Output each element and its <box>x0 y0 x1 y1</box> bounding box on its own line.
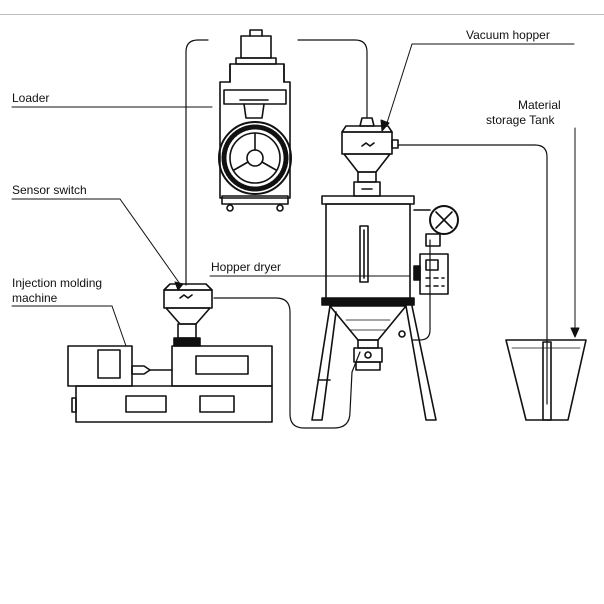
dryer-blower <box>430 206 458 234</box>
conveying-lines <box>186 40 547 428</box>
material-storage-tank <box>506 340 586 420</box>
dryer-cone-ribs <box>346 320 390 330</box>
dryer-lid <box>322 196 414 204</box>
machine-base-panel-2 <box>200 396 234 412</box>
dryer-blower-duct <box>426 234 440 246</box>
loader-unit <box>219 30 291 211</box>
dryer-band <box>322 298 414 305</box>
loader-panel <box>224 90 286 104</box>
machine-nozzle <box>132 366 150 374</box>
vacuum-hopper-unit <box>342 118 398 196</box>
loader-to-vacuum-line <box>298 40 367 118</box>
loader-caster-1 <box>227 205 233 211</box>
dryer-side-fitting <box>399 331 405 337</box>
loader-spoke-3 <box>262 162 276 170</box>
loader-inner-funnel <box>244 104 264 118</box>
material-storage-label-2: storage Tank <box>486 113 555 127</box>
loader-coil-band <box>224 127 286 189</box>
sensor-hopper-neck <box>178 324 196 338</box>
loader-top-flange <box>236 58 276 64</box>
vacuum-hopper-port <box>392 140 398 148</box>
machine-injection-unit <box>172 346 272 386</box>
loader-label: Loader <box>12 91 50 105</box>
machine-base <box>76 386 272 422</box>
loader-spoke-2 <box>234 162 248 170</box>
dryer-control-buttons <box>426 278 444 286</box>
machine-side-handle <box>72 398 76 412</box>
sensor-switch-label: Sensor switch <box>12 183 87 197</box>
dryer-control-mount <box>414 266 420 280</box>
dryer-valve-base <box>356 362 380 370</box>
dryer-valve-knob <box>365 352 371 358</box>
vacuum-leader-d <box>386 44 412 126</box>
injection-molding-label-1: Injection molding <box>12 276 103 290</box>
machine-window <box>98 350 120 378</box>
sensor-hopper-lid <box>164 284 212 290</box>
loader-coil-outer <box>219 122 291 194</box>
vacuum-hopper-cone <box>344 154 390 172</box>
injection-molding-machine <box>68 284 272 422</box>
vacuum-hopper-neck <box>358 172 376 182</box>
sensor-hopper-mark <box>180 295 192 298</box>
loader-hub <box>247 150 263 166</box>
dryer-leg-right <box>406 306 436 420</box>
vacuum-hopper-top-cap <box>360 118 374 126</box>
tank-body <box>506 340 586 420</box>
injection-molding-label-2: machine <box>12 291 58 305</box>
vacuum-hopper-label: Vacuum hopper <box>466 28 550 42</box>
leader-lines <box>12 44 579 346</box>
loader-top-canister <box>241 36 271 58</box>
loader-base <box>222 196 288 204</box>
machine-base-panel-1 <box>126 396 166 412</box>
injection-leader-d <box>112 306 126 346</box>
dryer-outlet <box>358 340 378 348</box>
vacuum-hopper-mark <box>362 143 374 146</box>
vacuum-to-tank-line <box>398 145 547 404</box>
loader-feed-line <box>186 40 208 285</box>
dryer-return-line <box>214 298 360 428</box>
loader-caster-2 <box>277 205 283 211</box>
machine-clamp-unit <box>68 346 132 386</box>
hopper-dryer-label: Hopper dryer <box>211 260 282 274</box>
machine-panel <box>196 356 248 374</box>
dryer-sight-glass <box>360 226 368 282</box>
sensor-hopper-clamp <box>174 338 200 346</box>
blower-duct-line <box>412 240 430 340</box>
hopper-dryer-unit <box>312 196 458 420</box>
dryer-cone <box>330 306 406 340</box>
tank-suction-lance <box>543 342 551 420</box>
top-divider <box>0 14 604 15</box>
loader-top-cap <box>250 30 262 36</box>
material-storage-label-1: Material <box>518 98 561 112</box>
dryer-blower-cross <box>436 212 452 228</box>
dryer-leg-left <box>312 306 336 420</box>
sensor-leader-d <box>120 199 180 284</box>
sensor-hopper-cone <box>166 308 210 324</box>
sensor-hopper-body <box>164 290 212 308</box>
dryer-control-display <box>426 260 438 270</box>
tank-arrowhead <box>571 328 579 337</box>
